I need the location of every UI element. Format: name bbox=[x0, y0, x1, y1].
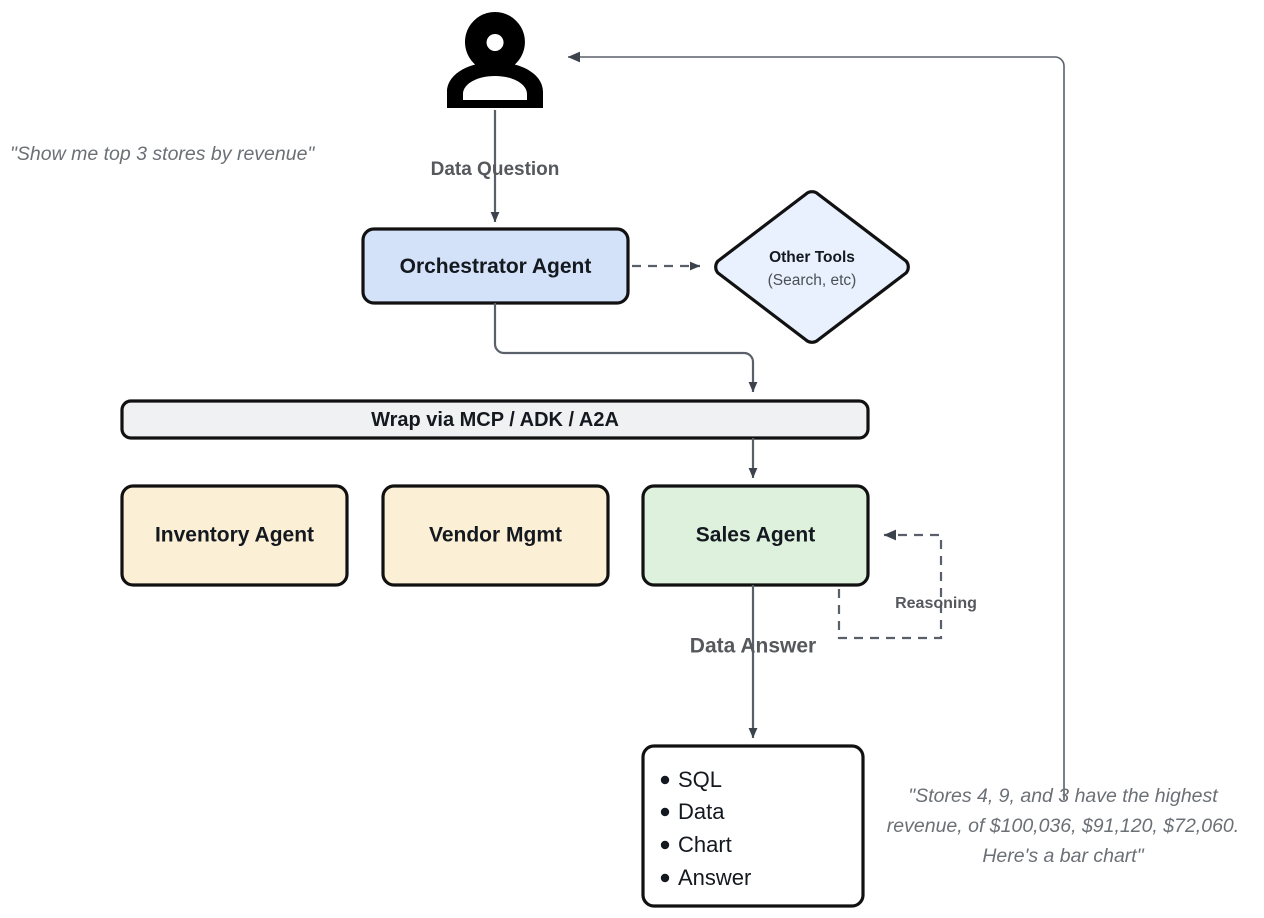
bullet-dot-icon bbox=[660, 840, 670, 850]
inventory-box[interactable] bbox=[120, 484, 349, 587]
node-inventory-agent[interactable]: Inventory Agent bbox=[120, 484, 349, 587]
bullet-dot-icon bbox=[660, 807, 670, 817]
edge-label-data-question: Data Question bbox=[431, 159, 560, 180]
node-sales-agent[interactable]: Sales Agent bbox=[641, 484, 870, 587]
bullet-dot-icon bbox=[660, 775, 670, 785]
orchestrator-label: Orchestrator Agent bbox=[400, 255, 592, 278]
wrap-bar[interactable] bbox=[120, 399, 870, 440]
list-item: Data bbox=[660, 799, 725, 824]
output-item-label: SQL bbox=[678, 767, 722, 792]
list-item: Answer bbox=[660, 865, 751, 890]
person-icon bbox=[447, 12, 543, 108]
sales-label: Sales Agent bbox=[696, 524, 815, 547]
edge-orchestrator-to-wrap bbox=[493, 303, 758, 393]
edge-label-reasoning: Reasoning bbox=[895, 595, 977, 612]
list-item: SQL bbox=[660, 767, 722, 792]
output-item-label: Chart bbox=[678, 832, 732, 857]
answer-quote-line-1: "Stores 4, 9, and 3 have the highest bbox=[908, 785, 1219, 807]
other-tools-diamond[interactable] bbox=[714, 190, 910, 344]
output-item-label: Answer bbox=[678, 865, 751, 890]
sales-box[interactable] bbox=[641, 484, 870, 587]
list-item: Chart bbox=[660, 832, 732, 857]
other-tools-label: Other Tools bbox=[769, 249, 855, 266]
output-item-label: Data bbox=[678, 799, 725, 824]
other-tools-sublabel: (Search, etc) bbox=[768, 272, 857, 289]
edge-label-data-answer: Data Answer bbox=[690, 635, 816, 658]
wrap-label: Wrap via MCP / ADK / A2A bbox=[371, 409, 619, 431]
inventory-label: Inventory Agent bbox=[155, 524, 314, 547]
vendor-label: Vendor Mgmt bbox=[429, 524, 562, 547]
node-vendor-mgmt[interactable]: Vendor Mgmt bbox=[381, 484, 610, 587]
node-orchestrator-agent[interactable]: Orchestrator Agent bbox=[361, 227, 630, 305]
user-question-quote: "Show me top 3 stores by revenue" bbox=[10, 143, 315, 165]
node-wrap-layer[interactable]: Wrap via MCP / ADK / A2A bbox=[120, 399, 870, 440]
edge-output-back-to-person bbox=[567, 51, 1065, 800]
edge-reasoning-loop bbox=[837, 529, 943, 640]
output-box[interactable] bbox=[641, 744, 865, 908]
node-output-artifacts[interactable]: SQL Data Chart Answer bbox=[641, 744, 865, 908]
vendor-box[interactable] bbox=[381, 484, 610, 587]
bullet-dot-icon bbox=[660, 873, 670, 883]
answer-quote-line-2: revenue, of $100,036, $91,120, $72,060. bbox=[887, 815, 1239, 837]
node-other-tools[interactable]: Other Tools (Search, etc) bbox=[714, 190, 910, 344]
answer-quote-line-3: Here's a bar chart" bbox=[982, 845, 1144, 867]
